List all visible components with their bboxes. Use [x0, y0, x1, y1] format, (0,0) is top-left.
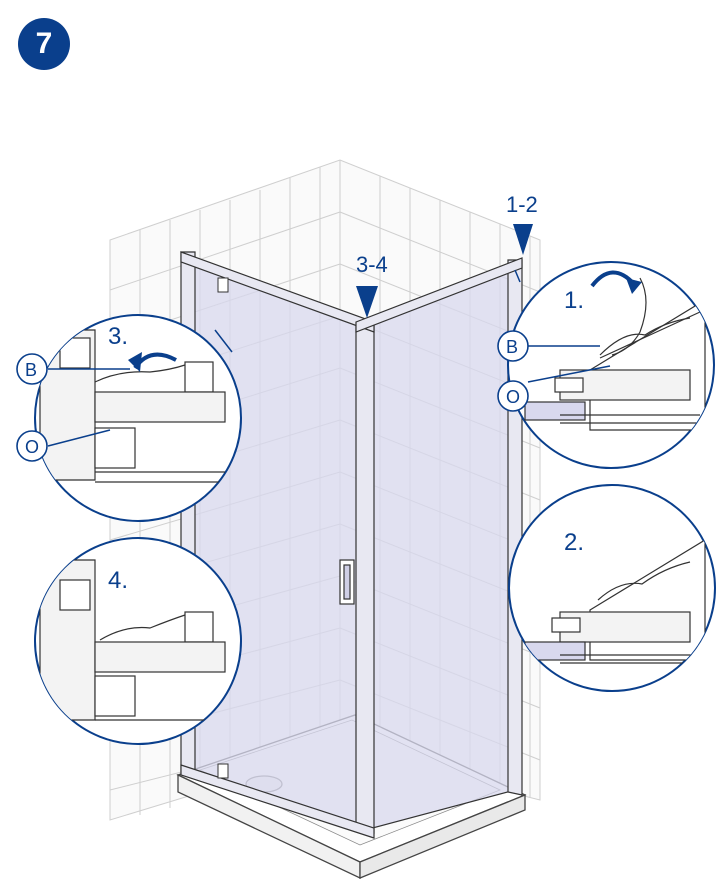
detail-4-step-label: 4.: [108, 567, 128, 594]
detail-1-letter-o: O: [506, 387, 520, 407]
glass-panels: [189, 257, 516, 831]
detail-3-letter-o: O: [25, 437, 39, 457]
arrow-marker-3-4: 3-4: [356, 252, 388, 318]
detail-circle-1: 1. B O: [497, 261, 715, 469]
detail-2-step-label: 2.: [564, 529, 584, 556]
detail-1-step-label: 1.: [564, 287, 584, 314]
detail-circle-2: 2.: [508, 484, 716, 692]
leader-lines: [214, 269, 521, 353]
door-handle: [339, 559, 355, 605]
detail-3-step-label: 3.: [108, 323, 128, 350]
detail-circle-4: 4.: [34, 537, 242, 745]
step-number-badge: 7: [18, 18, 70, 70]
detail-3-letter-b: B: [25, 360, 37, 380]
marker-label-3-4: 3-4: [356, 252, 388, 277]
hinge: [217, 277, 229, 779]
arrow-marker-1-2: 1-2: [506, 192, 538, 255]
detail-1-letter-b: B: [506, 337, 518, 357]
marker-label-1-2: 1-2: [506, 192, 538, 217]
detail-circle-3: 3. B O: [16, 314, 242, 522]
